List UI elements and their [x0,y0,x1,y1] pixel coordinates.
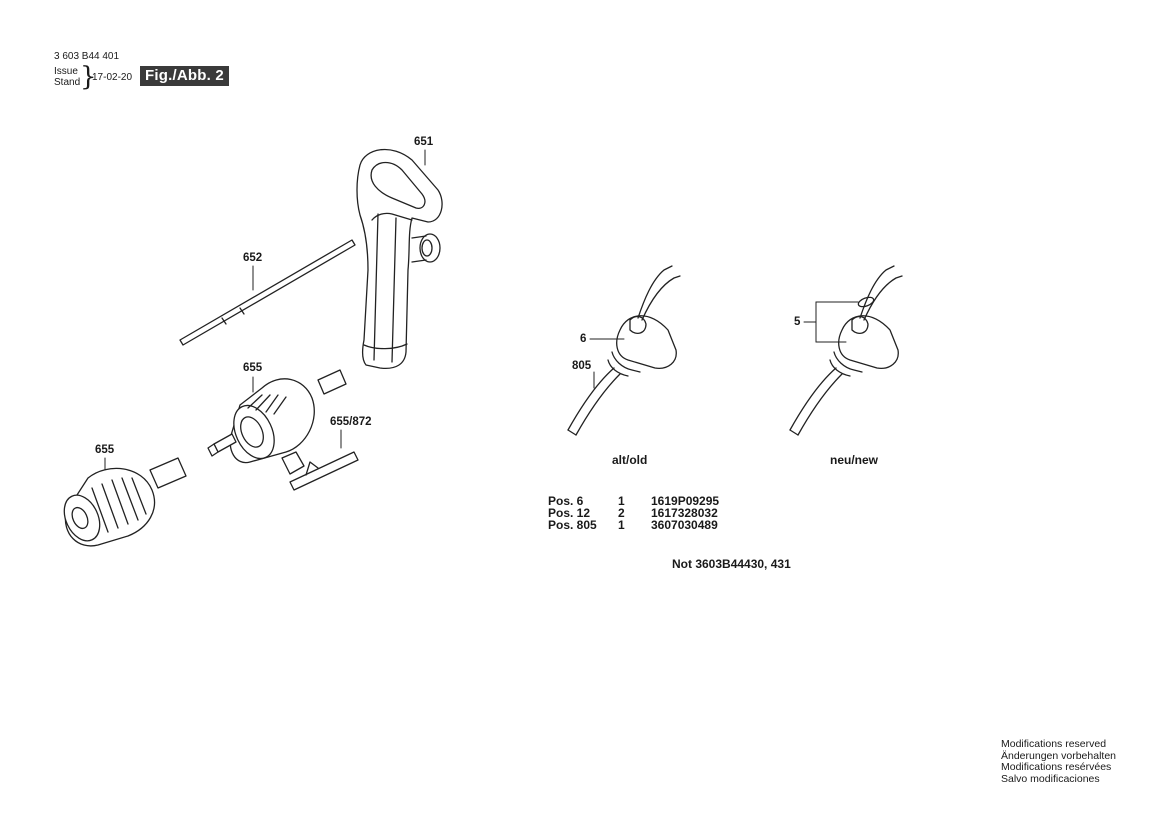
modifications-line-de: Änderungen vorbehalten [1001,749,1117,762]
qty-cell: 2 [618,506,625,520]
chuck-key-illustration [281,451,359,491]
caption-old: alt/old [612,453,648,467]
callout-5: 5 [794,316,801,328]
issue-date: 17-02-20 [92,72,133,83]
auxiliary-handle-illustration [356,148,443,370]
callout-655-872: 655/872 [330,416,372,428]
table-row: Pos. 6 1 1619P09295 [548,495,719,507]
callout-655-keyless-chuck: 655 [95,444,115,456]
callout-652: 652 [243,252,263,264]
table-row: Pos. 12 2 1617328032 [548,507,719,519]
new-cable-illustration [789,265,903,436]
pos-cell: Pos. 12 [548,506,591,520]
part-number-cell: 3607030489 [651,518,718,532]
qty-cell: 1 [618,494,625,508]
leader-lines [104,149,859,471]
parts-table: Pos. 6 1 1619P09295 Pos. 12 2 1617328032… [548,495,719,531]
caption-new: neu/new [830,453,879,467]
depth-stop-rod-illustration [179,239,356,346]
pos-cell: Pos. 6 [548,494,584,508]
applicability-note: Not 3603B44430, 431 [672,557,791,571]
modifications-line-fr: Modifications resérvées [1001,761,1112,773]
key-chuck-illustration [207,369,347,464]
stand-label: Stand [54,77,81,88]
callout-6: 6 [580,333,587,345]
old-cable-illustration [567,265,681,436]
part-number-cell: 1619P09295 [651,494,720,508]
document-number: 3 603 B44 401 [54,51,120,62]
modifications-line-en: Modifications reserved [1001,738,1107,750]
figure-label: Fig./Abb. 2 [140,66,229,86]
callout-655-key-chuck: 655 [243,362,263,374]
part-number-cell: 1617328032 [651,506,718,520]
qty-cell: 1 [618,518,625,532]
pos-cell: Pos. 805 [548,518,597,532]
callout-651: 651 [414,136,434,148]
keyless-chuck-illustration [63,457,187,547]
table-row: Pos. 805 1 3607030489 [548,519,719,531]
callout-805: 805 [572,360,592,372]
issue-label: Issue [54,66,78,77]
modifications-notice: Modifications reserved Änderungen vorbeh… [1001,738,1117,785]
modifications-line-es: Salvo modificaciones [1001,772,1100,785]
brace-glyph: } [80,62,97,92]
